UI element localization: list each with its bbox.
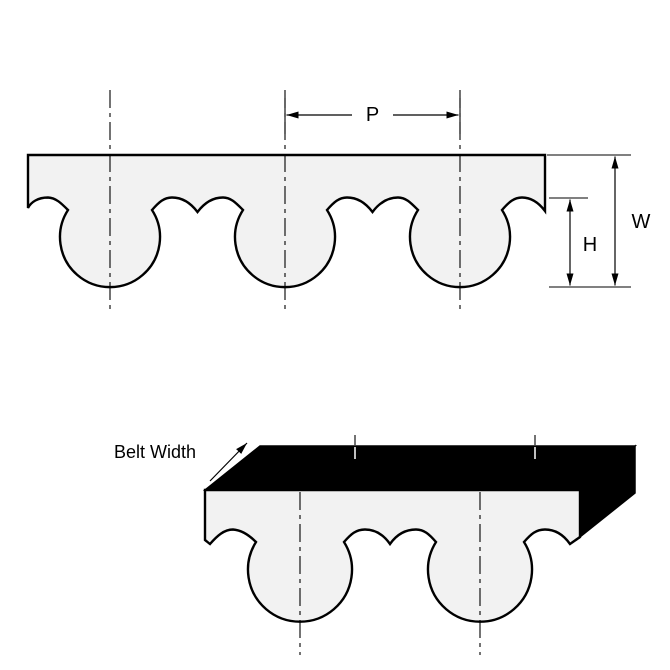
cross-section-view: P W H (26, 90, 651, 312)
belt-width-arrow (209, 442, 248, 482)
isometric-view: Belt Width (114, 435, 638, 655)
thickness-dimension: W (547, 154, 651, 288)
tooth-height-label: H (583, 234, 597, 256)
belt-top-face (202, 445, 638, 491)
belt-profile-cross-section (26, 153, 547, 289)
thickness-label: W (632, 211, 651, 233)
pitch-dimension: P (284, 98, 461, 134)
belt-profile-front-face (203, 488, 582, 623)
pitch-label: P (366, 104, 379, 126)
tooth-height-dimension: H (549, 197, 597, 286)
belt-width-callout: Belt Width (114, 442, 248, 482)
belt-width-label: Belt Width (114, 442, 196, 462)
